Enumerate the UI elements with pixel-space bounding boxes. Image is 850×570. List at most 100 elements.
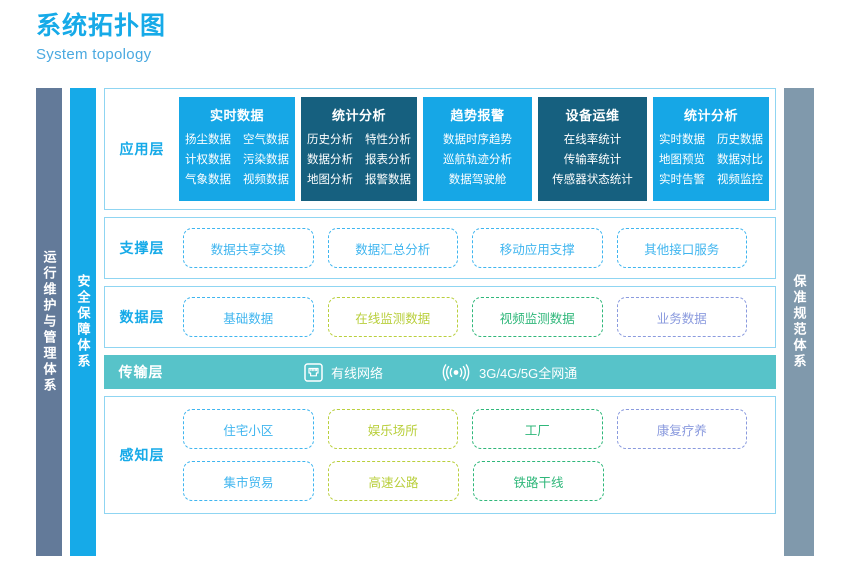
app-card-items: 扬尘数据 空气数据 计权数据 污染数据 气象数据 视频数据 — [185, 131, 289, 187]
app-card-item[interactable]: 历史数据 — [717, 134, 763, 146]
layer-support: 支撑层 数据共享交换 数据汇总分析 移动应用支撑 其他接口服务 — [104, 217, 776, 279]
perception-chip-residential[interactable]: 住宅小区 — [183, 409, 314, 449]
app-card-title: 统计分析 — [331, 108, 386, 123]
app-card-item[interactable]: 数据时序趋势 — [443, 134, 512, 146]
app-card-row: 扬尘数据 空气数据 — [185, 131, 289, 147]
app-card-item[interactable]: 地图预览 — [659, 154, 705, 166]
layer-label-support: 支撑层 — [119, 240, 165, 256]
app-card-row: 数据分析 报表分析 — [307, 151, 411, 167]
transmission-item-wired[interactable]: 有线网络 — [304, 362, 384, 382]
app-card-item[interactable]: 报表分析 — [365, 154, 411, 166]
app-card-item[interactable]: 空气数据 — [243, 134, 289, 146]
ethernet-port-icon — [304, 362, 323, 382]
app-card-item[interactable]: 数据分析 — [307, 154, 353, 166]
app-card-row: 历史分析 特性分析 — [307, 131, 411, 147]
app-card-item[interactable]: 数据驾驶舱 — [448, 174, 507, 186]
support-chip-data-aggregation[interactable]: 数据汇总分析 — [327, 228, 458, 268]
app-card-item[interactable]: 地图分析 — [307, 174, 353, 186]
app-card-items: 数据时序趋势 巡航轨迹分析 数据驾驶舱 — [429, 131, 526, 187]
layer-transmission: 传输层 有线网络 — [104, 355, 776, 389]
sidebar-security-assurance: 安全保障体系 — [70, 88, 96, 556]
app-card-item[interactable]: 扬尘数据 — [185, 134, 231, 146]
layer-application: 应用层 实时数据 扬尘数据 空气数据 计权数据 污染数据 — [104, 88, 776, 210]
layer-stack: 应用层 实时数据 扬尘数据 空气数据 计权数据 污染数据 — [104, 88, 776, 556]
perception-row-spacer — [618, 461, 747, 501]
app-card-device-operations[interactable]: 设备运维 在线率统计 传输率统计 传感器状态统计 — [538, 97, 647, 201]
perception-chip-highway[interactable]: 高速公路 — [328, 461, 459, 501]
transmission-label-wireless: 3G/4G/5G全网通 — [479, 365, 578, 381]
sidebar-operations-management: 运行维护与管理体系 — [36, 88, 62, 556]
app-card-title: 设备运维 — [565, 108, 620, 123]
perception-chips: 住宅小区 娱乐场所 工厂 康复疗养 集市贸易 高速公路 铁路干线 — [179, 399, 775, 511]
app-card-item[interactable]: 实时数据 — [659, 134, 705, 146]
app-card-item[interactable]: 巡航轨迹分析 — [443, 154, 512, 166]
app-card-row: 数据驾驶舱 — [449, 171, 507, 187]
app-card-realtime-data[interactable]: 实时数据 扬尘数据 空气数据 计权数据 污染数据 气象数据 视频数据 — [179, 97, 295, 201]
data-chip-basic-data[interactable]: 基础数据 — [183, 297, 314, 337]
wireless-signal-icon — [441, 363, 471, 382]
app-card-row: 传感器状态统计 — [552, 171, 633, 187]
topology-diagram: 运行维护与管理体系 安全保障体系 应用层 实时数据 扬尘数据 空气数据 计权数据… — [36, 88, 814, 556]
app-card-row: 地图预览 数据对比 — [659, 151, 763, 167]
data-chip-online-monitoring[interactable]: 在线监测数据 — [327, 297, 458, 337]
app-card-items: 在线率统计 传输率统计 传感器状态统计 — [544, 131, 641, 187]
page-subtitle: System topology — [36, 46, 152, 63]
page-header: 系统拓扑图 System topology — [36, 10, 166, 66]
app-card-title: 趋势报警 — [450, 108, 505, 123]
app-card-item[interactable]: 视频数据 — [243, 174, 289, 186]
app-card-row: 数据时序趋势 — [443, 131, 512, 147]
app-card-row: 巡航轨迹分析 — [443, 151, 512, 167]
app-card-row: 传输率统计 — [564, 151, 622, 167]
app-card-items: 历史分析 特性分析 数据分析 报表分析 地图分析 报警数据 — [307, 131, 411, 187]
perception-chip-factory[interactable]: 工厂 — [472, 409, 603, 449]
perception-chip-rehabilitation[interactable]: 康复疗养 — [616, 409, 747, 449]
app-card-title: 统计分析 — [683, 108, 738, 123]
perception-chip-entertainment[interactable]: 娱乐场所 — [327, 409, 458, 449]
layer-label-application: 应用层 — [119, 141, 165, 157]
app-card-statistical-analysis-2[interactable]: 统计分析 实时数据 历史数据 地图预览 数据对比 实时告警 视频监控 — [653, 97, 769, 201]
support-chip-other-api[interactable]: 其他接口服务 — [616, 228, 747, 268]
app-card-trend-alarm[interactable]: 趋势报警 数据时序趋势 巡航轨迹分析 数据驾驶舱 — [423, 97, 532, 201]
app-card-items: 实时数据 历史数据 地图预览 数据对比 实时告警 视频监控 — [659, 131, 763, 187]
page-title: 系统拓扑图 — [36, 12, 167, 40]
sidebar-standards-specification: 保准规范体系 — [784, 88, 814, 556]
app-card-row: 实时数据 历史数据 — [659, 131, 763, 147]
perception-chip-market-trade[interactable]: 集市贸易 — [183, 461, 314, 501]
data-chips: 基础数据 在线监测数据 视频监测数据 业务数据 — [179, 297, 775, 337]
app-card-item[interactable]: 在线率统计 — [563, 134, 622, 146]
app-card-item[interactable]: 传感器状态统计 — [552, 174, 633, 186]
app-card-item[interactable]: 实时告警 — [659, 174, 705, 186]
app-card-item[interactable]: 数据对比 — [717, 154, 763, 166]
layer-label-data: 数据层 — [119, 309, 165, 325]
app-card-title: 实时数据 — [209, 108, 264, 123]
layer-label-perception: 感知层 — [119, 447, 165, 463]
app-card-statistical-analysis[interactable]: 统计分析 历史分析 特性分析 数据分析 报表分析 地图分析 报警数据 — [301, 97, 417, 201]
perception-row: 住宅小区 娱乐场所 工厂 康复疗养 — [183, 409, 747, 449]
app-card-row: 计权数据 污染数据 — [185, 151, 289, 167]
app-card-item[interactable]: 历史分析 — [307, 134, 353, 146]
layer-perception: 感知层 住宅小区 娱乐场所 工厂 康复疗养 集市贸易 高速公路 铁路干线 — [104, 396, 776, 514]
transmission-items: 有线网络 3G/4G/5G全网通 — [178, 362, 776, 382]
support-chip-data-sharing[interactable]: 数据共享交换 — [183, 228, 314, 268]
support-chip-mobile-app[interactable]: 移动应用支撑 — [472, 228, 603, 268]
app-card-row: 在线率统计 — [564, 131, 622, 147]
perception-row: 集市贸易 高速公路 铁路干线 — [183, 461, 747, 501]
data-chip-business-data[interactable]: 业务数据 — [616, 297, 747, 337]
app-card-item[interactable]: 报警数据 — [365, 174, 411, 186]
application-cards: 实时数据 扬尘数据 空气数据 计权数据 污染数据 气象数据 视频数据 — [179, 97, 775, 201]
app-card-row: 实时告警 视频监控 — [659, 171, 763, 187]
app-card-item[interactable]: 传输率统计 — [563, 154, 622, 166]
data-chip-video-monitoring[interactable]: 视频监测数据 — [472, 297, 603, 337]
transmission-item-wireless[interactable]: 3G/4G/5G全网通 — [441, 363, 577, 382]
app-card-item[interactable]: 视频监控 — [717, 174, 763, 186]
app-card-row: 地图分析 报警数据 — [307, 171, 411, 187]
layer-data: 数据层 基础数据 在线监测数据 视频监测数据 业务数据 — [104, 286, 776, 348]
support-chips: 数据共享交换 数据汇总分析 移动应用支撑 其他接口服务 — [179, 228, 775, 268]
perception-chip-railway[interactable]: 铁路干线 — [473, 461, 604, 501]
app-card-item[interactable]: 气象数据 — [185, 174, 231, 186]
transmission-label-wired: 有线网络 — [331, 365, 384, 381]
app-card-item[interactable]: 计权数据 — [185, 154, 231, 166]
app-card-item[interactable]: 污染数据 — [243, 154, 289, 166]
app-card-item[interactable]: 特性分析 — [365, 134, 411, 146]
layer-label-transmission: 传输层 — [118, 364, 164, 380]
